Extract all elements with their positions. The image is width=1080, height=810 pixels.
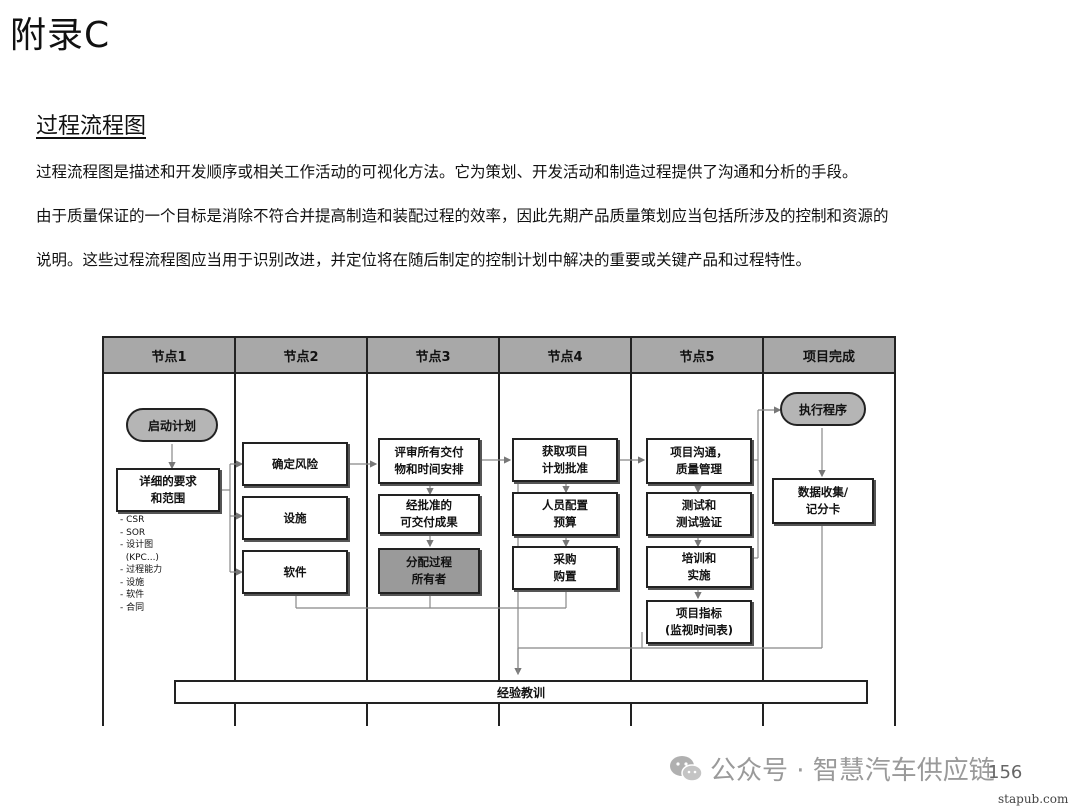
procurement-box: 采购 购置 [512, 546, 618, 590]
approved-deliverables-box: 经批准的 可交付成果 [378, 494, 480, 534]
connector-lines [168, 406, 826, 676]
column-header-5: 节点5 [630, 336, 764, 374]
requirements-item: - 合同 [120, 602, 145, 613]
column-header-4: 节点4 [498, 336, 632, 374]
review-deliverables-box: 评审所有交付 物和时间安排 [378, 438, 480, 484]
requirements-item: - SOR [120, 527, 146, 538]
facilities-box: 设施 [242, 496, 348, 540]
column-header-2: 节点2 [234, 336, 368, 374]
paragraph-2: 由于质量保证的一个目标是消除不符合并提高制造和装配过程的效率，因此先期产品质量策… [36, 207, 889, 225]
determine-risk-box: 确定风险 [242, 442, 348, 486]
requirements-item: - 软件 [120, 590, 145, 600]
wechat-icon [670, 755, 703, 782]
start-plan-node: 启动计划 [126, 408, 218, 442]
requirements-item: - 过程能力 [120, 565, 163, 575]
column-header-1: 节点1 [102, 336, 236, 374]
watermark: 公众号 · 智慧汽车供应链 [668, 750, 995, 787]
requirements-list: - CSR - SOR - 设计图 (KPC...) - 过程能力 - 设施 -… [120, 514, 162, 614]
software-box: 软件 [242, 550, 348, 594]
training-implementation-box: 培训和 实施 [646, 546, 752, 588]
lessons-learned-bar: 经验教训 [174, 680, 868, 704]
execute-procedure-node: 执行程序 [780, 392, 866, 426]
project-communication-box: 项目沟通， 质量管理 [646, 438, 752, 484]
requirements-item: - CSR [120, 515, 145, 525]
requirements-box: 详细的要求 和范围 [116, 468, 220, 512]
lane-complete [762, 372, 896, 726]
page-number: 156 [988, 762, 1023, 783]
paragraph-1: 过程流程图是描述和开发顺序或相关工作活动的可视化方法。它为策划、开发活动和制造过… [36, 163, 858, 181]
data-collection-box: 数据收集/ 记分卡 [772, 478, 874, 524]
process-flow-diagram: 节点1 节点2 节点3 节点4 节点5 项目完成 [102, 328, 897, 728]
project-plan-approval-box: 获取项目 计划批准 [512, 438, 618, 482]
assign-process-owner-box: 分配过程 所有者 [378, 548, 480, 594]
requirements-item: - 设计图 [120, 540, 154, 550]
requirements-item: - 设施 [120, 577, 145, 588]
testing-verification-box: 测试和 测试验证 [646, 492, 752, 536]
project-metrics-box: 项目指标 (监视时间表) [646, 600, 752, 644]
site-url: stapub.com [998, 792, 1069, 806]
staffing-budget-box: 人员配置 预算 [512, 492, 618, 536]
column-header-3: 节点3 [366, 336, 500, 374]
requirements-item: (KPC...) [120, 552, 159, 563]
column-header-complete: 项目完成 [762, 336, 896, 374]
appendix-title: 附录C [10, 15, 111, 56]
section-title: 过程流程图 [36, 114, 147, 139]
paragraph-3: 说明。这些过程流程图应当用于识别改进，并定位将在随后制定的控制计划中解决的重要或… [36, 251, 812, 269]
watermark-text: 公众号 · 智慧汽车供应链 [710, 756, 995, 786]
